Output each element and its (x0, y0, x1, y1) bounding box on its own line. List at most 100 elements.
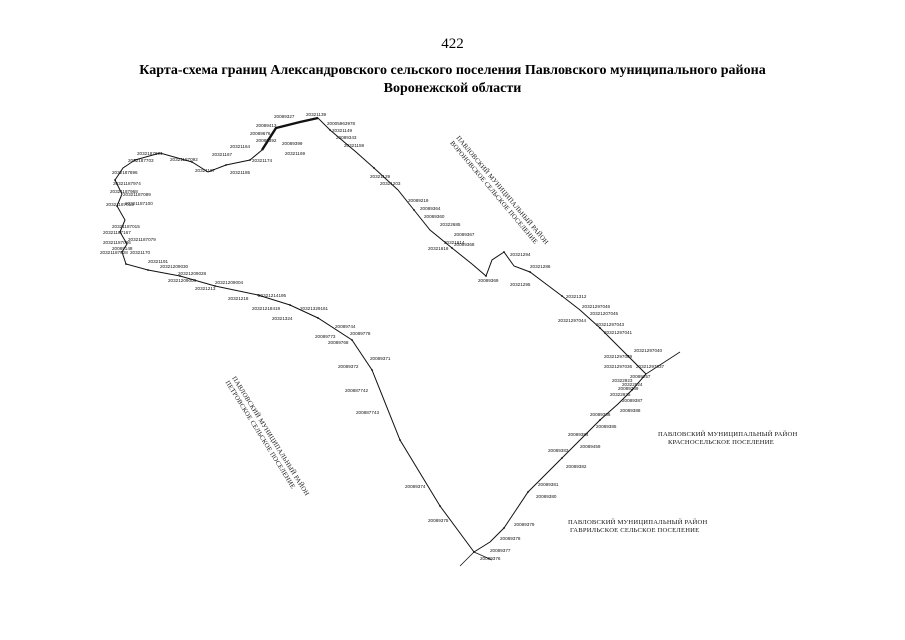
point-label: 20089360 (424, 214, 445, 219)
point-label: 20089392 (256, 138, 277, 143)
point-label: 20089219 (408, 198, 429, 203)
point-label: 20089386 (590, 412, 611, 417)
point-label: 20089389 (618, 386, 639, 391)
point-label: 20089378 (500, 536, 521, 541)
point-label: 200887742 (345, 388, 368, 393)
point-label: 20089369 (478, 278, 499, 283)
point-label: 20321209030 (160, 264, 189, 269)
point-label: 20321207045 (590, 311, 619, 316)
point-label: 20322924 (622, 382, 643, 387)
point-label: 2032187694 (137, 151, 163, 156)
point-label: 20321187013 (106, 202, 134, 207)
point-label: 20321164 (230, 144, 251, 149)
point-label: 20321187974 (113, 181, 141, 186)
point-label: 20321187092 (170, 157, 198, 162)
point-label: 20321185 (230, 170, 251, 175)
map-title-line-1: Карта-схема границ Александровского сель… (139, 63, 766, 78)
point-label: 20321174 (252, 158, 273, 163)
point-label: 20321297037 (636, 364, 665, 369)
point-label: 20089381 (538, 482, 559, 487)
point-label: 20321209004 (215, 280, 244, 285)
point-label: 20321218419 (252, 306, 281, 311)
boundary-thick-segment (260, 116, 319, 151)
point-label: 20321329161 (300, 306, 329, 311)
point-label: 20321286 (530, 264, 551, 269)
point-label: 20321203 (380, 181, 401, 186)
point-label: 20089459 (580, 444, 601, 449)
point-label: 20321187167 (103, 230, 131, 235)
point-label: 20089374 (405, 484, 426, 489)
point-label: 20089377 (490, 548, 511, 553)
point-label: 20321187968 (110, 189, 138, 194)
point-label: 20089372 (338, 364, 359, 369)
point-label: 20089383 (548, 448, 569, 453)
point-label: 20089257 (630, 374, 651, 379)
point-label: 20089676 (250, 131, 271, 136)
point-labels: 20089327 20321139 20089413 20005963978 2… (100, 112, 665, 561)
point-label: 20089148 (112, 246, 133, 251)
boundary-extension-right (645, 351, 681, 375)
point-label: 20089384 (568, 432, 589, 437)
point-label: 20321139 (306, 112, 327, 117)
point-label: 20089399 (282, 141, 303, 146)
point-label: 20321312 (566, 294, 587, 299)
point-label: 20089379 (514, 522, 535, 527)
point-label: 20321614 (444, 240, 465, 245)
point-label: 20321187079 (128, 237, 156, 242)
page-number: 422 (441, 36, 464, 52)
point-label: 20089367 (454, 232, 475, 237)
point-label: 20321187100 (125, 201, 153, 206)
point-label: 20089382 (566, 464, 587, 469)
boundary-extension-bottom-right (473, 551, 493, 561)
point-label: 20321294 (510, 252, 531, 257)
boundary-extension-bottom (459, 551, 475, 567)
point-label: 20089778 (350, 331, 371, 336)
point-label: 20321297043 (596, 322, 625, 327)
point-label: 20321209008 (168, 278, 197, 283)
region-label-line-2: ПЕТРОВСКОЕ СЕЛЬСКОЕ ПОСЕЛЕНИЕ (224, 380, 297, 491)
point-label: 20321129 (370, 174, 391, 179)
point-label: 20089380 (536, 494, 557, 499)
region-label-line-1: ПАВЛОВСКИЙ МУНИЦИПАЛЬНЫЙ РАЙОН (230, 375, 311, 498)
point-label: 20089388 (620, 408, 641, 413)
point-label: 20005963978 (327, 121, 356, 126)
point-label: 20321169 (285, 151, 306, 156)
point-label: 20321295 (510, 282, 531, 287)
point-label: 200887743 (356, 410, 379, 415)
map-title-line-2: Воронежской области (383, 81, 522, 96)
point-label: 20089327 (274, 114, 295, 119)
region-label-gavrilskoe: ПАВЛОВСКИЙ МУНИЦИПАЛЬНЫЙ РАЙОН ГАВРИЛЬСК… (568, 518, 707, 534)
point-label: 20089744 (335, 324, 356, 329)
point-label: 20089413 (256, 123, 277, 128)
point-label: 20321297040 (634, 348, 663, 353)
settlement-boundary-line (114, 117, 647, 553)
point-label: 20321159 (344, 143, 365, 148)
point-label: 20089773 (315, 334, 336, 339)
region-label-line-2: ГАВРИЛЬСКОЕ СЕЛЬСКОЕ ПОСЕЛЕНИЕ (570, 527, 699, 534)
point-label: 20321297041 (604, 330, 633, 335)
point-label: 20089768 (328, 340, 349, 345)
point-label: 20089368 (454, 242, 475, 247)
point-label: 20321191 (148, 259, 169, 264)
point-label: 20089364 (420, 206, 441, 211)
point-label: 2032187703 (128, 158, 154, 163)
point-label: 20321170 (130, 250, 151, 255)
point-label: 20321187015 (112, 224, 140, 229)
point-label: 20321214195 (258, 293, 287, 298)
point-label: 20321187089 (123, 192, 151, 197)
point-label: 20322923 (612, 378, 633, 383)
region-label-krasnoselskoe: ПАВЛОВСКИЙ МУНИЦИПАЛЬНЫЙ РАЙОН КРАСНОСЕЛ… (658, 430, 797, 446)
vertex-markers (114, 129, 633, 553)
point-label: 20089371 (370, 356, 391, 361)
point-label: 20321297036 (604, 364, 633, 369)
point-label: 20321616 (428, 246, 449, 251)
point-label: 20321209028 (178, 271, 207, 276)
point-label: 20089387 (622, 398, 643, 403)
map-title: Карта-схема границ Александровского сель… (60, 62, 845, 98)
point-label: 20089376 (480, 556, 501, 561)
region-label-line-1: ПАВЛОВСКИЙ МУНИЦИПАЛЬНЫЙ РАЙОН (454, 134, 550, 246)
point-label: 20321187 (195, 168, 216, 173)
point-label: 20089343 (336, 135, 357, 140)
point-label: 20321297044 (558, 318, 587, 323)
point-label: 20321213 (195, 286, 216, 291)
